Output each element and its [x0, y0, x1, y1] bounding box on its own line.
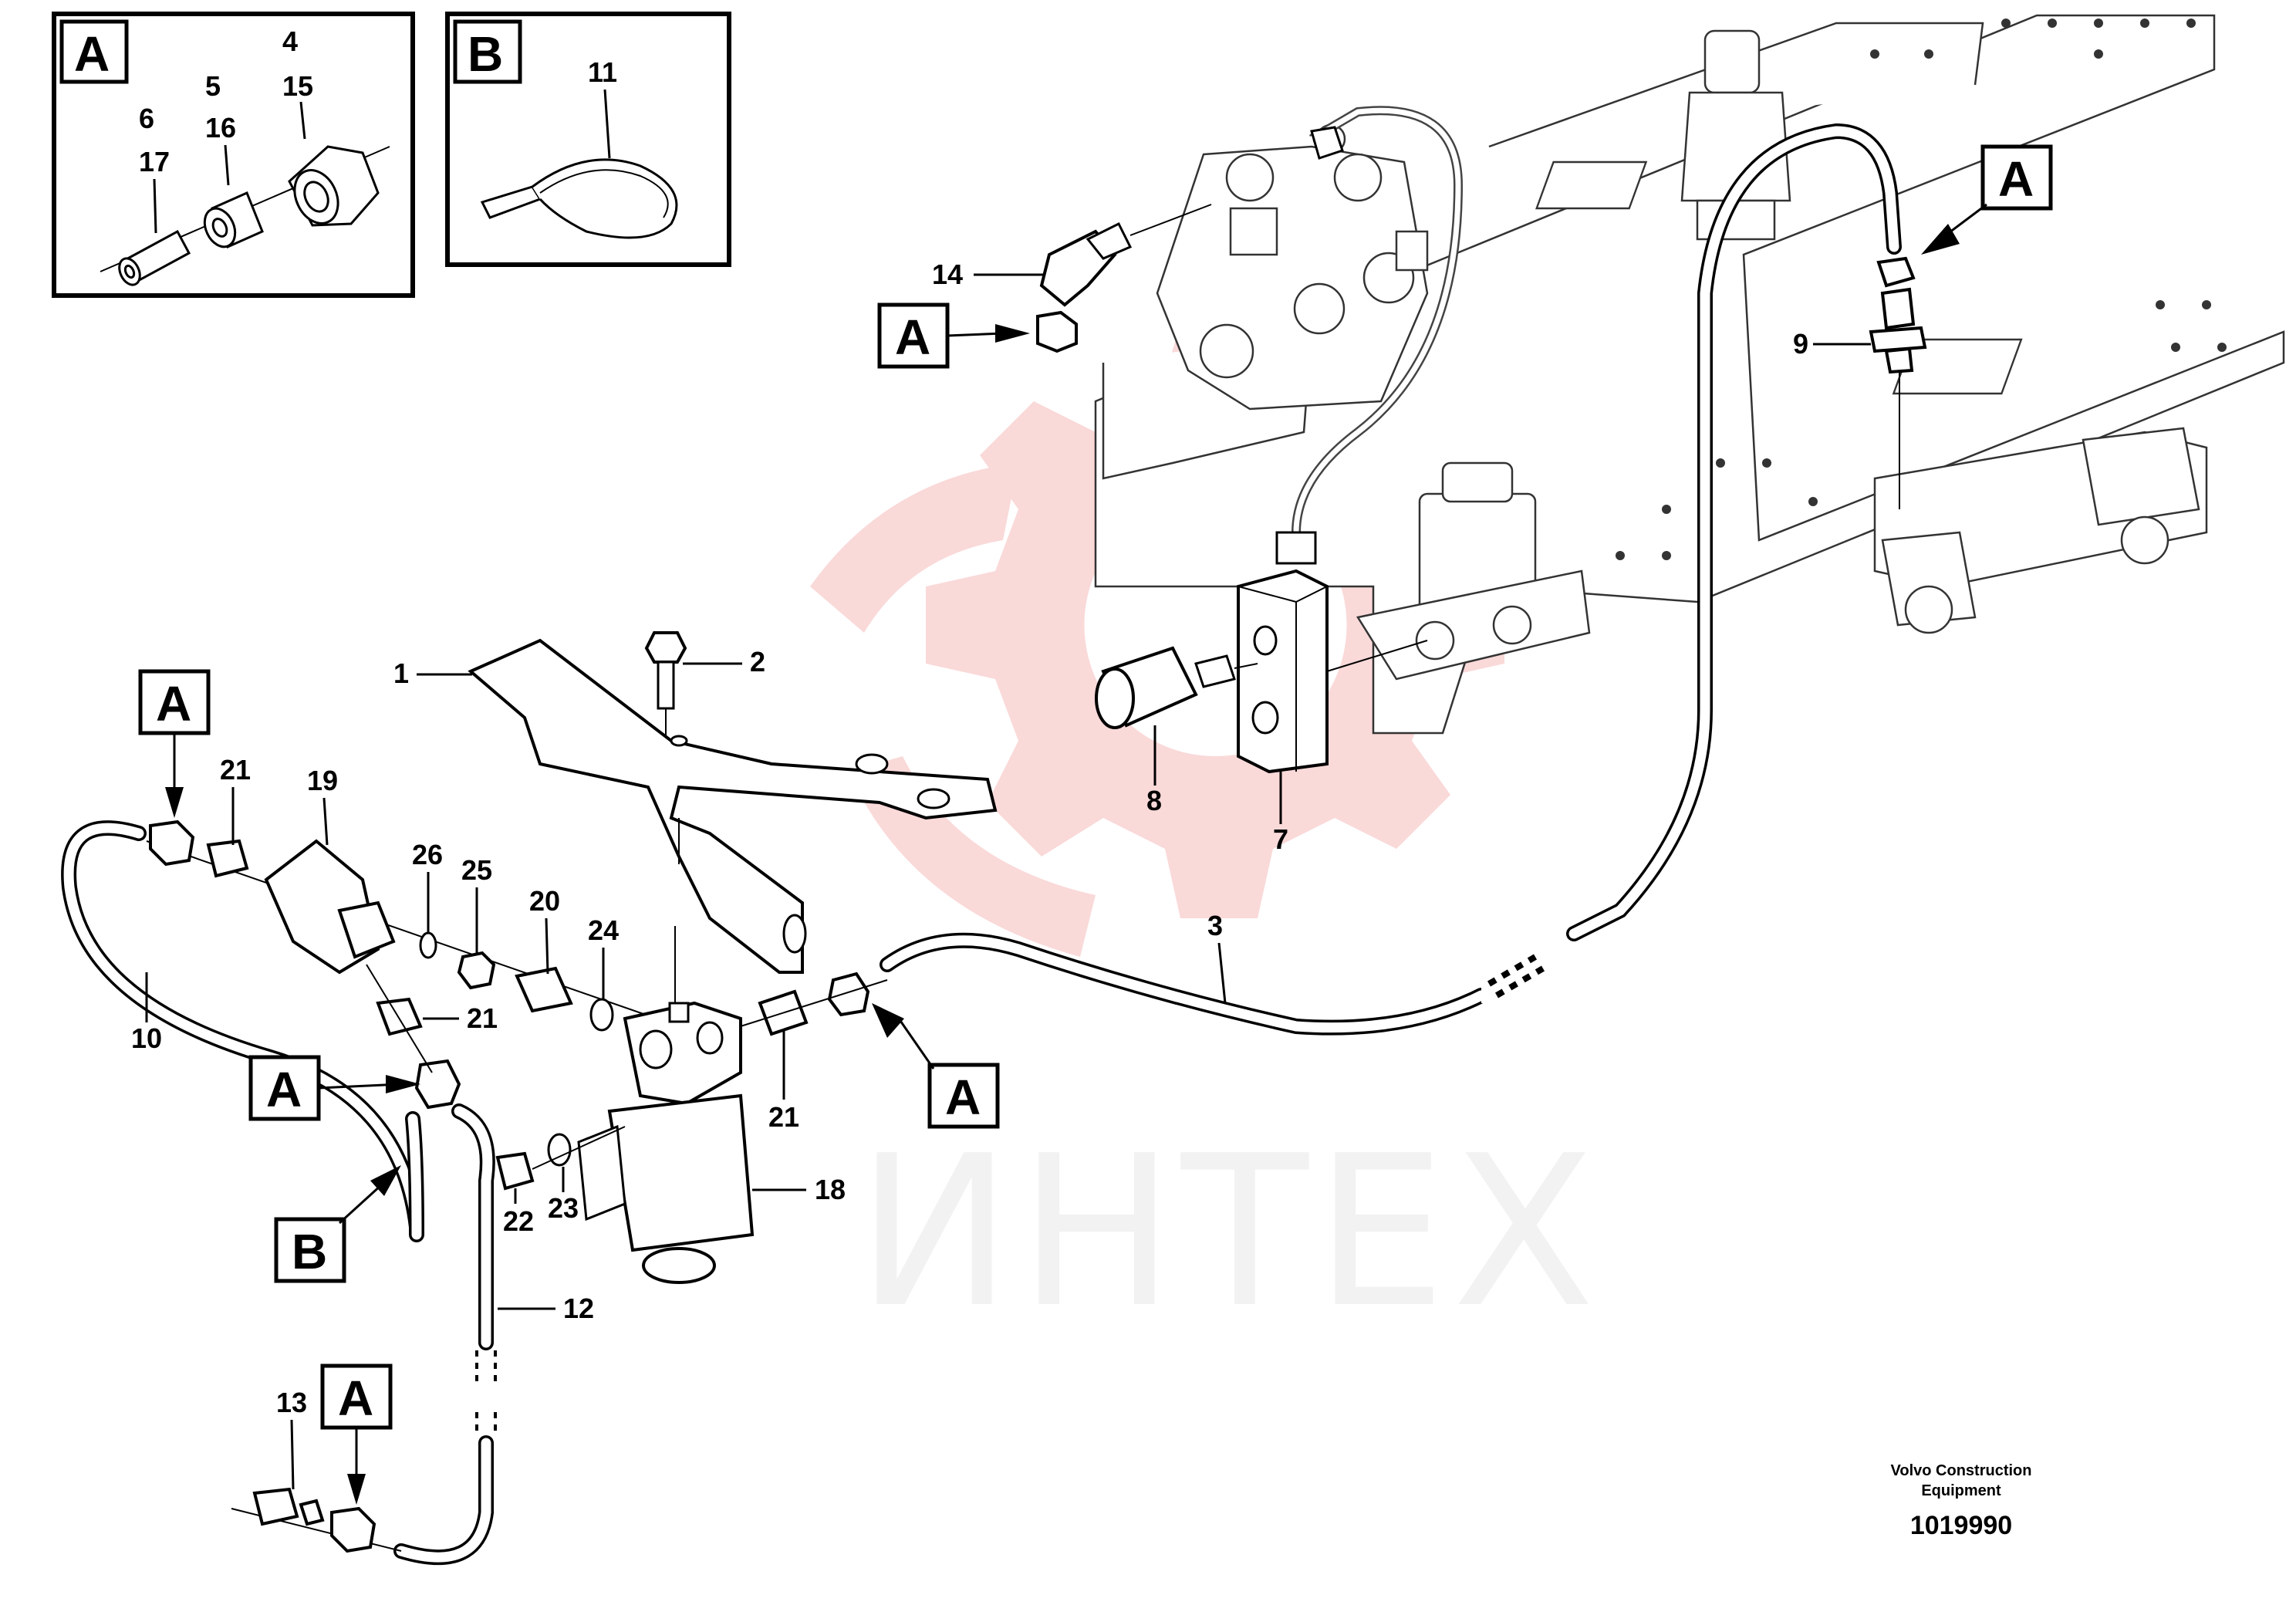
part-13-fittings [231, 1487, 402, 1553]
part-7-tee-block [1237, 569, 1428, 774]
ref-box-a-right [927, 1063, 1000, 1129]
callout-20: 20 [529, 885, 560, 917]
callouts: 1 2 3 7 8 9 10 12 13 14 18 19 20 21 21 2… [131, 259, 1871, 1490]
document-number: 1019990 [1910, 1511, 2012, 1540]
part-10-hose [61, 820, 424, 1235]
inset-b-badge: B [468, 26, 503, 82]
callout-24: 24 [588, 914, 619, 946]
part-12-hose [393, 1103, 497, 1566]
callout-19: 19 [307, 765, 338, 796]
callout-25: 25 [461, 854, 492, 886]
inset-a-badge: A [74, 26, 110, 82]
chassis-holes [1616, 19, 2227, 560]
callout-1: 1 [393, 657, 409, 689]
ref-box-a-valve-label: A [895, 309, 930, 365]
inset-b-label-11: 11 [588, 56, 617, 88]
inset-a-nipple [118, 229, 191, 286]
ref-box-a-bottom-label: A [338, 1370, 373, 1426]
lower-fittings [146, 819, 680, 1110]
part-b-hose [405, 1111, 424, 1242]
part-18-solenoid-valve [495, 926, 888, 1284]
inset-a-label-15: 15 [282, 70, 313, 102]
inset-a-label-16: 16 [205, 112, 236, 144]
callout-26: 26 [412, 839, 443, 870]
callout-14: 14 [932, 259, 963, 290]
ref-box-a-top-label: A [1998, 151, 2034, 207]
callout-9: 9 [1793, 328, 1808, 360]
credit-line-2: Equipment [1921, 1482, 2001, 1499]
ref-box-a-left-label: A [156, 676, 191, 732]
valve-bank-right [1873, 427, 2208, 634]
callout-10: 10 [131, 1022, 162, 1054]
callout-23: 23 [548, 1192, 579, 1224]
part-8-pressure-sensor [1095, 646, 1258, 729]
mid-solenoid-valve [1356, 461, 1591, 681]
ref-box-a-right-label: A [945, 1070, 981, 1125]
part-3-hose [880, 932, 1566, 1036]
inset-a-ferrule [203, 191, 264, 249]
watermark-text: ИНТЕХ [856, 1110, 1602, 1353]
callout-21-top: 21 [220, 754, 251, 786]
part-1-bracket [468, 638, 998, 974]
inset-a-label-5: 5 [205, 70, 221, 102]
part-2-bolt [644, 631, 687, 737]
hose-upper-right [1566, 123, 1902, 941]
callout-3: 3 [1207, 910, 1223, 941]
inset-a: A 4 15 5 16 6 17 [52, 12, 415, 298]
inset-b: B 11 [445, 12, 731, 267]
ref-box-a-top [1980, 144, 2053, 211]
callout-21-right: 21 [768, 1101, 799, 1133]
callout-8: 8 [1146, 785, 1162, 816]
ref-box-a-valve [877, 302, 950, 369]
cable-tie-icon [480, 158, 678, 239]
frame-pipes [1275, 106, 1464, 565]
part-14-elbow [1036, 204, 1212, 353]
ref-box-a-mid-label: A [266, 1062, 302, 1117]
callout-13: 13 [276, 1387, 307, 1418]
callout-21-mid: 21 [467, 1002, 498, 1034]
inset-b-badge-box [453, 19, 522, 84]
callout-22: 22 [503, 1205, 534, 1237]
inset-a-nut [288, 145, 380, 227]
ref-box-a-mid [248, 1055, 321, 1121]
inset-a-label-6: 6 [139, 103, 154, 134]
credit-line-1: Volvo Construction [1891, 1462, 2032, 1479]
inset-a-label-4: 4 [282, 25, 298, 57]
inset-a-badge-box [59, 19, 129, 84]
ref-box-b-lower-label: B [292, 1224, 327, 1279]
callout-18: 18 [815, 1174, 846, 1205]
callout-12: 12 [563, 1293, 594, 1324]
callout-7: 7 [1273, 823, 1288, 855]
inset-a-label-17: 17 [139, 146, 170, 177]
callout-2: 2 [750, 646, 765, 678]
footer: Volvo Construction Equipment 1019990 [1891, 1462, 2032, 1540]
regulator-top [1680, 29, 1791, 241]
part-9-fitting [1869, 256, 1927, 509]
ref-box-b-lower [274, 1217, 346, 1283]
ref-boxes: A A A A A A B [138, 144, 2053, 1505]
